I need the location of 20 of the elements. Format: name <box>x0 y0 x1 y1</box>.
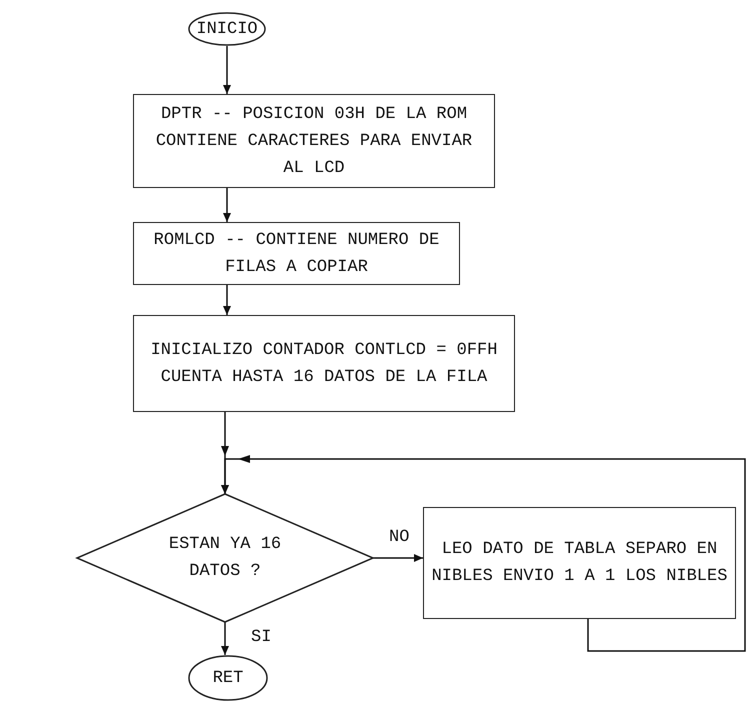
arrow <box>223 188 231 222</box>
decision-diamond <box>77 494 373 622</box>
process-text: INICIALIZO CONTADOR CONTLCD = 0FFH CUENTA HASTA 16 DATOS DE LA FILA <box>150 340 498 388</box>
process-box <box>423 507 736 619</box>
decision-text: ESTAN YA 16 DATOS ? <box>168 534 282 583</box>
terminal-text: INICIO <box>196 18 258 40</box>
arrow <box>221 458 746 652</box>
terminal-ellipse <box>188 655 268 701</box>
arrow <box>221 622 229 655</box>
arrow <box>223 46 231 94</box>
arrow <box>223 285 231 315</box>
arrow <box>373 554 423 562</box>
process-box <box>133 222 460 285</box>
terminal-ellipse <box>188 12 266 46</box>
process-box <box>133 315 515 412</box>
process-text: LEO DATO DE TABLA SEPARO EN NIBLES ENVIO 1 A 1 LOS NIBLES <box>430 539 728 588</box>
terminal-text: RET <box>212 668 244 690</box>
process-text: DPTR -- POSICION 03H DE LA ROM CONTIENE CARACTERES PARA ENVIAR AL LCD <box>154 104 474 180</box>
process-box <box>133 94 495 188</box>
process-text: ROMLCD -- CONTIENE NUMERO DE FILAS A COPIAR <box>152 230 440 278</box>
